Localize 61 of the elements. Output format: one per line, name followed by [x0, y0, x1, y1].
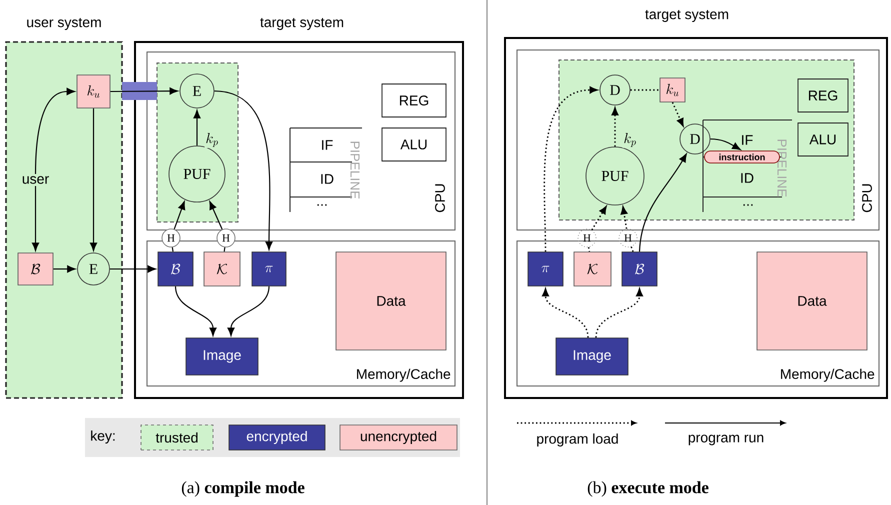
stage-label: ID: [741, 173, 754, 183]
arrow: [174, 201, 186, 230]
arrow: [209, 201, 223, 230]
arrow: [544, 86, 598, 252]
memory-block: $\mathcal{K}$: [204, 252, 240, 286]
arrow: [542, 288, 589, 338]
legend-label: program run: [688, 434, 764, 446]
alu-box: ALU: [382, 128, 446, 162]
register-box: REG: [798, 78, 848, 112]
arrow: [612, 107, 618, 147]
stage-label: IF: [322, 140, 333, 150]
edge-label: $k_p$: [204, 132, 220, 148]
key-box: $k_u$: [76, 74, 110, 108]
alu-box: ALU: [798, 122, 848, 156]
memory-block: $\pi$: [252, 252, 286, 286]
memory-block: $\mathcal{B}$: [158, 252, 194, 286]
arrow: [595, 288, 643, 338]
box-label: Memory/Cache: [357, 368, 450, 382]
key-box: $k_u$: [660, 78, 686, 102]
box-label: CPU: [435, 184, 445, 212]
register-box: REG: [382, 84, 446, 118]
memory-block: $\mathcal{K}$: [574, 252, 612, 286]
image-box: Image: [556, 338, 628, 376]
arrow: [638, 154, 687, 252]
image-box: Image: [186, 338, 258, 376]
arrow: [110, 88, 178, 95]
arrow: [214, 90, 273, 250]
memory-block: $\mathcal{B}$: [622, 252, 658, 286]
arrow: [591, 206, 607, 230]
stage-label: ...: [743, 204, 753, 206]
legend-label: program load: [537, 433, 618, 447]
user-label: user: [22, 176, 49, 184]
edge-label: $k_p$: [622, 132, 638, 148]
box-label: Memory/Cache: [781, 368, 874, 382]
pipeline-label: PIPELINE: [350, 142, 360, 199]
area-heading: target system: [645, 10, 728, 22]
arrow: [672, 102, 684, 126]
figure-caption: (a) compile mode: [182, 481, 304, 497]
arrow: [710, 138, 741, 150]
data-box: Data: [756, 252, 868, 350]
area-heading: target system: [260, 18, 344, 30]
figure-caption: (b) execute mode: [588, 481, 708, 497]
box-label: CPU: [862, 184, 872, 212]
memory-block: $\pi$: [528, 252, 564, 286]
arrow: [193, 110, 201, 146]
arrow: [174, 286, 217, 336]
data-box: Data: [336, 252, 446, 350]
legend-title: key:: [91, 430, 115, 444]
arrow: [90, 108, 98, 252]
arrow: [227, 286, 270, 336]
arrow: [620, 206, 628, 229]
stage-label: ...: [317, 204, 327, 206]
area-heading: user system: [27, 18, 101, 30]
arrow: [34, 88, 76, 174]
stage-label: ID: [321, 174, 334, 184]
pipeline-label: PIPELINE: [778, 140, 786, 197]
arrow: [53, 265, 76, 273]
stage-label: IF: [742, 135, 753, 145]
arrow: [32, 186, 40, 252]
memory-block: $\mathcal{B}$: [18, 252, 54, 286]
arrow: [110, 265, 156, 273]
